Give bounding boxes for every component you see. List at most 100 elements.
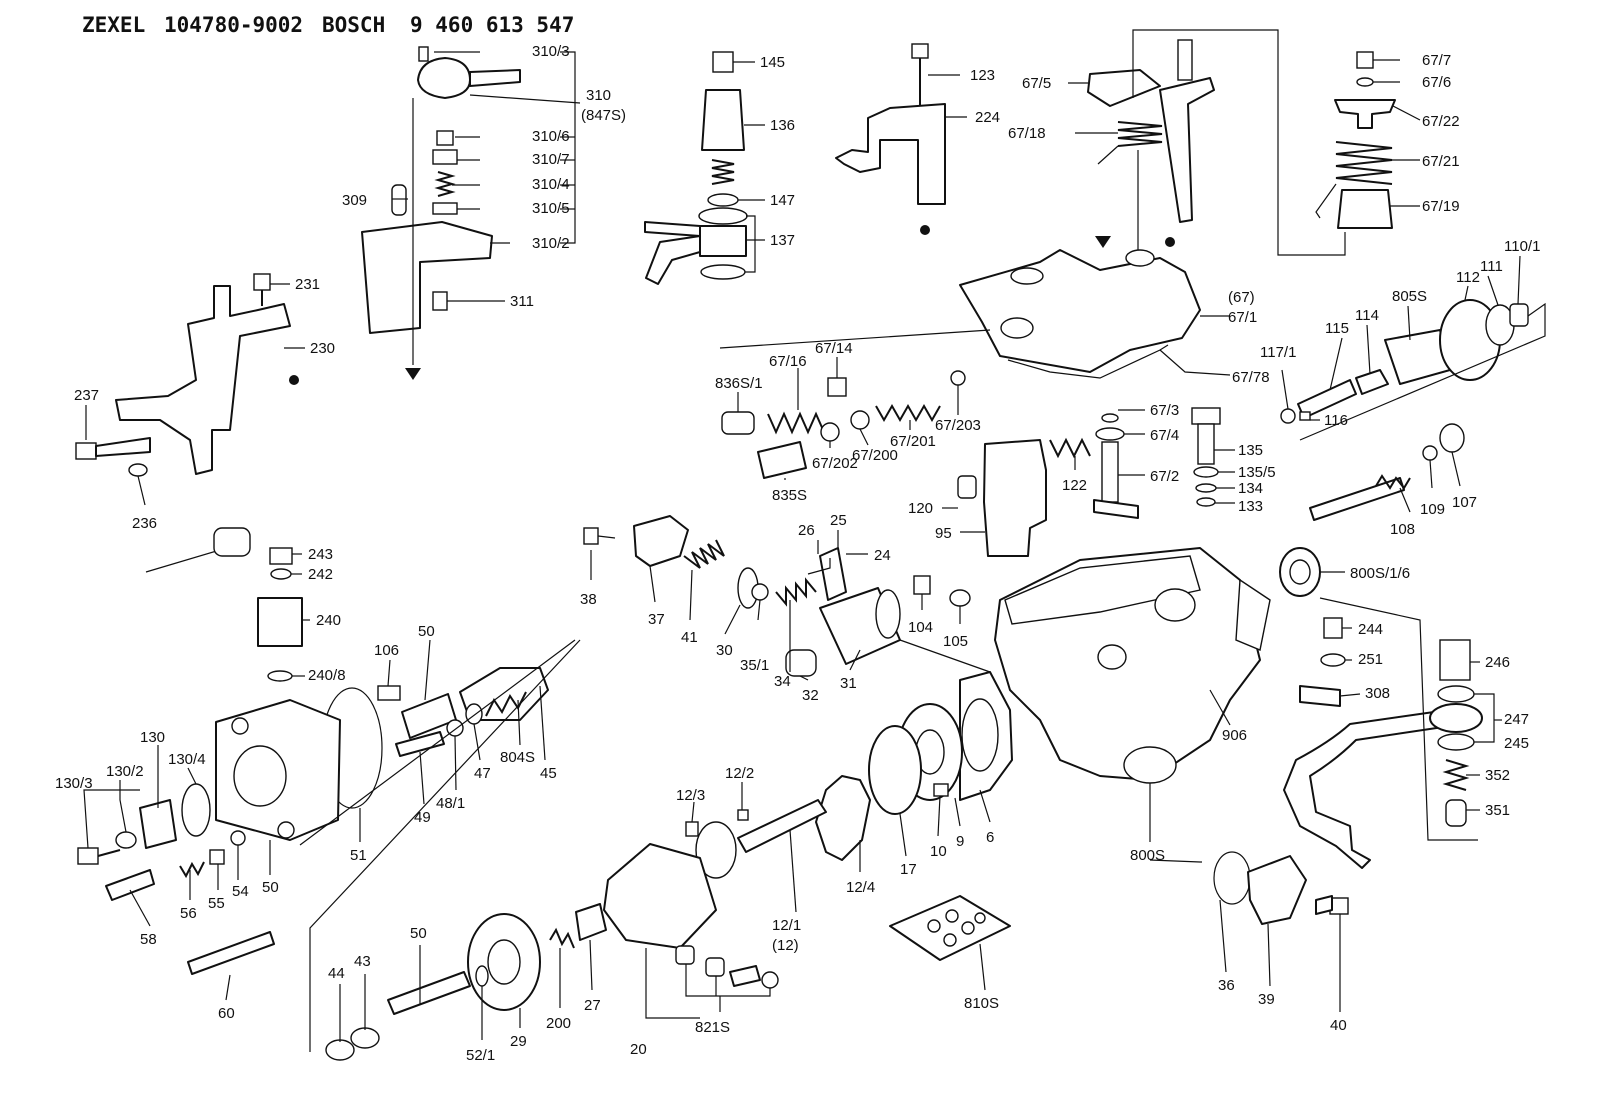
label-835S: 835S	[772, 487, 807, 504]
pipe-assembly	[1283, 709, 1451, 869]
label-40: 40	[1330, 1017, 1347, 1034]
label-12-paren: (12)	[772, 937, 799, 954]
screw-310-3	[418, 46, 429, 62]
label-67-21: 67/21	[1422, 153, 1460, 170]
governor-shaft-group	[1280, 299, 1529, 424]
label-44: 44	[328, 965, 345, 982]
spring-cap-group	[1315, 51, 1396, 229]
nut-310-5	[432, 202, 458, 215]
label-12-3: 12/3	[676, 787, 705, 804]
pipe-elbow	[645, 235, 701, 285]
part-12-3	[685, 821, 699, 837]
washer-105	[949, 589, 971, 607]
pin-49	[395, 731, 445, 757]
label-114: 114	[1355, 307, 1379, 324]
stop-solenoid-group	[145, 527, 303, 682]
screw-311	[432, 291, 448, 311]
dot-marker-3	[289, 375, 299, 385]
cap-67-22	[1334, 99, 1396, 129]
valve-351	[1445, 799, 1467, 827]
connector	[213, 527, 251, 557]
bracket-224	[835, 103, 946, 205]
valve-spring	[711, 159, 735, 185]
label-247: 247	[1504, 711, 1529, 728]
label-147: 147	[770, 192, 795, 209]
solenoid-310	[417, 57, 471, 99]
screw-10	[933, 783, 949, 797]
lever-post	[1177, 39, 1193, 81]
washer-54	[230, 830, 246, 846]
label-67-1: 67/1	[1228, 309, 1257, 326]
label-230: 230	[310, 340, 335, 357]
label-47: 47	[474, 765, 491, 782]
screw-106	[377, 685, 401, 701]
label-67-202: 67/202	[812, 455, 858, 472]
label-106: 106	[374, 642, 399, 659]
part-835S	[757, 441, 807, 479]
seal-137b	[700, 264, 746, 280]
label-111: 111	[1480, 258, 1503, 275]
label-10: 10	[930, 843, 947, 860]
label-115: 115	[1325, 320, 1349, 337]
label-24: 24	[874, 547, 891, 564]
bracket-310-2	[361, 221, 493, 334]
ring-135-5	[1193, 466, 1219, 478]
label-116: 116	[1324, 412, 1348, 429]
label-67-19: 67/19	[1422, 198, 1460, 215]
solenoid-240	[257, 597, 303, 647]
label-130-4: 130/4	[168, 751, 206, 768]
label-95: 95	[935, 525, 952, 542]
ring-133	[1196, 497, 1216, 507]
label-43: 43	[354, 953, 371, 970]
fitting-137	[699, 225, 747, 257]
distributor-head-group	[77, 667, 549, 975]
block-95	[983, 439, 1047, 557]
label-37: 37	[648, 611, 665, 628]
label-836S-1: 836S/1	[715, 375, 763, 392]
cover-39	[1247, 855, 1307, 925]
key-12-2	[737, 809, 749, 821]
ring-240-8	[267, 670, 293, 682]
gasket-67-78	[1007, 344, 1169, 379]
label-135: 135	[1238, 442, 1263, 459]
label-804S: 804S	[500, 749, 535, 766]
label-12-2: 12/2	[725, 765, 754, 782]
screw-67-16	[767, 411, 825, 435]
washer-67-6	[1356, 77, 1374, 87]
label-130-2: 130/2	[106, 763, 144, 780]
label-105: 105	[943, 633, 968, 650]
governor-link-group	[957, 413, 1139, 557]
label-67-16: 67/16	[769, 353, 807, 370]
washer-43	[350, 1027, 380, 1049]
label-67-5: 67/5	[1022, 75, 1051, 92]
label-110-1: 110/1	[1504, 238, 1540, 255]
gear-12-4	[815, 775, 871, 861]
label-41: 41	[681, 629, 698, 646]
bolt-60	[187, 931, 275, 975]
label-56: 56	[180, 905, 197, 922]
nut-67-14	[827, 377, 847, 397]
label-48-1: 48/1	[436, 795, 465, 812]
part-836S-1	[721, 411, 755, 435]
part-116	[1299, 411, 1311, 421]
label-30: 30	[716, 642, 733, 659]
part-117-1	[1280, 408, 1296, 424]
label-67-3: 67/3	[1150, 402, 1179, 419]
part-52-1	[475, 965, 489, 987]
label-31: 31	[840, 675, 857, 692]
label-6: 6	[986, 829, 994, 846]
label-133: 133	[1238, 498, 1263, 515]
label-108: 108	[1390, 521, 1415, 538]
pin-24	[819, 547, 847, 601]
valve-135	[1197, 423, 1215, 465]
washer-147	[707, 193, 739, 207]
bolt-38	[583, 527, 599, 545]
washer-35-1	[751, 583, 769, 601]
fitting-58	[105, 869, 155, 901]
washer-247a	[1437, 685, 1475, 703]
label-245: 245	[1504, 735, 1529, 752]
label-117-1: 117/1	[1260, 344, 1296, 361]
label-45: 45	[540, 765, 557, 782]
ring-67-203	[950, 370, 966, 386]
shaft-108-thread	[1375, 474, 1411, 490]
